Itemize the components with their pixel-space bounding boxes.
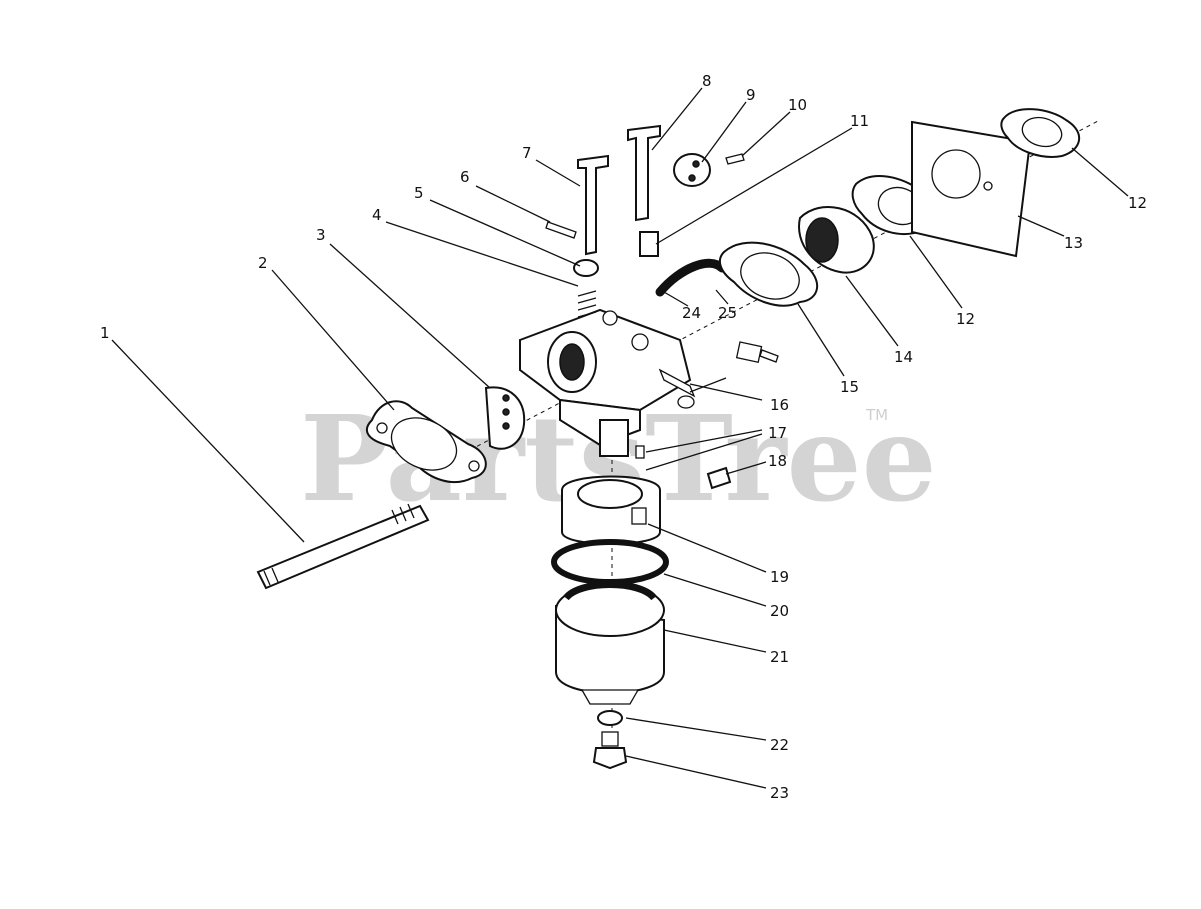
callout-17: 17 xyxy=(768,424,787,442)
idle-spring[interactable] xyxy=(577,290,597,318)
throttle-lever[interactable] xyxy=(577,154,609,256)
mounting-stud[interactable] xyxy=(256,503,430,590)
callout-21: 21 xyxy=(770,648,789,666)
callout-3: 3 xyxy=(316,226,326,244)
float-bowl[interactable] xyxy=(555,581,665,705)
callout-16: 16 xyxy=(770,396,789,414)
callout-14: 14 xyxy=(894,348,913,366)
idle-mixture-screw[interactable] xyxy=(735,341,779,363)
callout-labels: 1 2 3 4 5 6 7 8 9 10 11 12 12 13 14 15 1… xyxy=(100,72,1147,802)
choke-plate[interactable] xyxy=(673,153,711,187)
callout-6: 6 xyxy=(460,168,470,186)
insulator-spacer[interactable] xyxy=(798,206,875,274)
float[interactable] xyxy=(561,475,661,545)
callout-12-middle: 12 xyxy=(956,310,975,328)
callout-7: 7 xyxy=(522,144,532,162)
bowl-nut[interactable] xyxy=(592,731,628,770)
bowl-screw-icon[interactable] xyxy=(706,466,732,490)
callout-19: 19 xyxy=(770,568,789,586)
lever-screw-icon[interactable] xyxy=(545,221,577,239)
callout-11: 11 xyxy=(850,112,869,130)
watermark-trademark: TM xyxy=(865,406,888,424)
choke-lever[interactable] xyxy=(627,124,661,222)
callout-1: 1 xyxy=(100,324,110,342)
intake-gasket[interactable] xyxy=(718,241,819,307)
air-cleaner-gasket[interactable] xyxy=(1000,108,1080,158)
bowl-o-ring[interactable] xyxy=(551,539,669,585)
callout-10: 10 xyxy=(788,96,807,114)
callout-5: 5 xyxy=(414,184,424,202)
bowl-washer[interactable] xyxy=(597,710,623,726)
callout-20: 20 xyxy=(770,602,789,620)
callout-2: 2 xyxy=(258,254,268,272)
callout-22: 22 xyxy=(770,736,789,754)
callout-8: 8 xyxy=(702,72,712,90)
callout-12-top: 12 xyxy=(1128,194,1147,212)
idle-spring-16[interactable] xyxy=(689,377,727,393)
fuel-line[interactable] xyxy=(655,258,727,297)
heat-shield-plate[interactable] xyxy=(911,120,1032,258)
callout-24: 24 xyxy=(682,304,701,322)
choke-screw-icon[interactable] xyxy=(725,153,745,165)
base-gasket[interactable] xyxy=(365,400,487,484)
throttle-seal[interactable] xyxy=(573,259,599,277)
callout-18: 18 xyxy=(768,452,787,470)
callout-15: 15 xyxy=(840,378,859,396)
callout-9: 9 xyxy=(746,86,756,104)
callout-4: 4 xyxy=(372,206,382,224)
leader-lines xyxy=(111,87,1129,789)
throttle-plate[interactable] xyxy=(484,386,526,450)
callout-23: 23 xyxy=(770,784,789,802)
fuel-fitting[interactable] xyxy=(639,231,659,257)
carburetor-body[interactable] xyxy=(519,308,696,457)
callout-13: 13 xyxy=(1064,234,1083,252)
bowl-pin[interactable] xyxy=(635,445,645,459)
callout-25: 25 xyxy=(718,304,737,322)
